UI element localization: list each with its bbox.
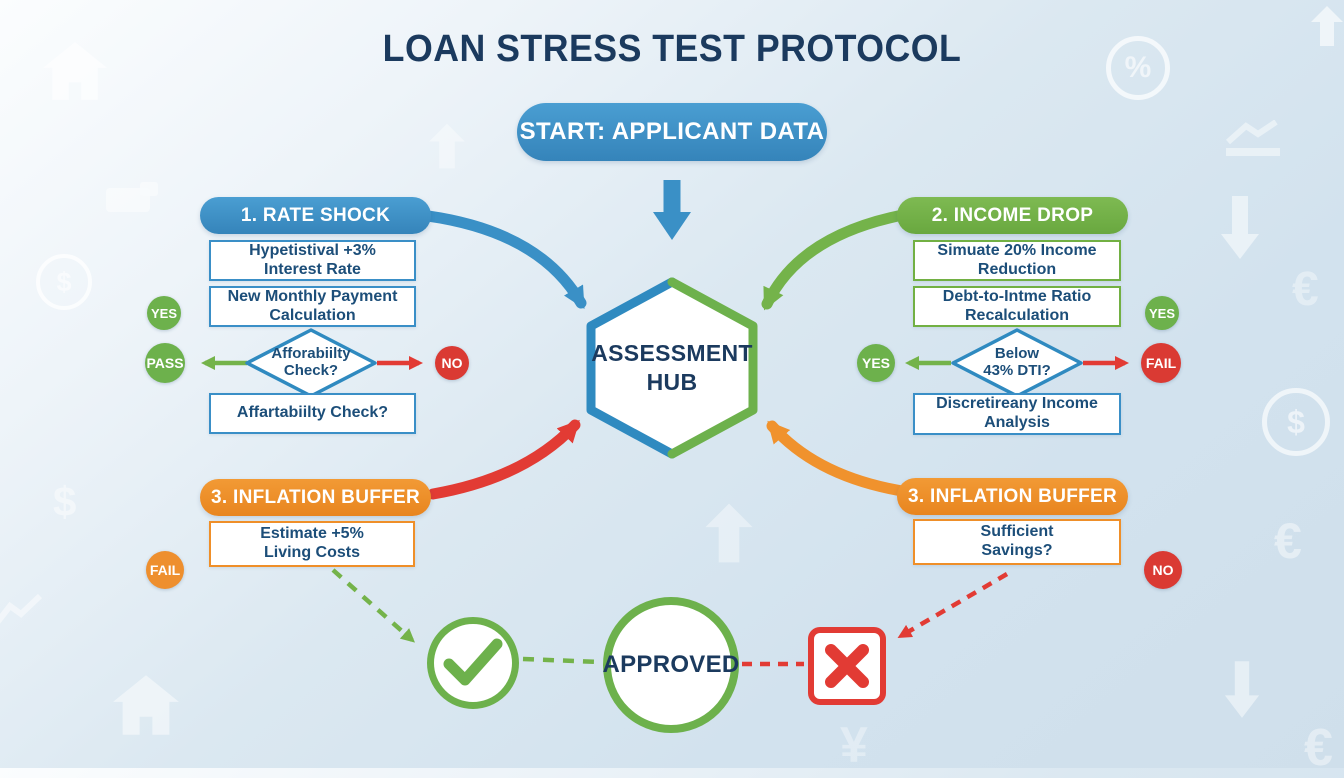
rate-shock-step-1: Hypetistival +3% Interest Rate — [209, 240, 416, 281]
assessment-hub-node: ASSESSMENT HUB — [584, 277, 760, 459]
rate-shock-step-3: Affartabiilty Check? — [209, 393, 416, 434]
badge-no: NO — [1144, 551, 1182, 589]
inflation-left-step: Estimate +5% Living Costs — [209, 521, 415, 567]
income-drop-step-2: Debt-to-Intme Ratio Recalculation — [913, 286, 1121, 327]
badge-yes: YES — [147, 296, 181, 330]
page-title: LOAN STRESS TEST PROTOCOL — [382, 28, 962, 70]
income-drop-step-3: Discretireany Income Analysis — [913, 393, 1121, 435]
branch-income-drop-header: 2. INCOME DROP — [897, 197, 1128, 234]
dti-check-diamond: Below 43% DTI? — [949, 327, 1085, 399]
badge-yes: YES — [1145, 296, 1179, 330]
badge-yes: YES — [857, 344, 895, 382]
income-drop-step-1: Simuate 20% Income Reduction — [913, 240, 1121, 281]
badge-no: NO — [435, 346, 469, 380]
branch-inflation-left-header: 3. INFLATION BUFFER — [200, 479, 431, 516]
branch-inflation-right-header: 3. INFLATION BUFFER — [897, 478, 1128, 515]
x-icon — [825, 644, 869, 688]
inflation-right-step: Sufficient Savings? — [913, 519, 1121, 565]
pass-result-node — [427, 617, 519, 709]
branch-rate-shock-header: 1. RATE SHOCK — [200, 197, 431, 234]
start-node: START: APPLICANT DATA — [517, 103, 827, 161]
badge-pass: PASS — [145, 343, 185, 383]
badge-fail: FAIL — [1141, 343, 1181, 383]
affordability-check-diamond: Afforabiilty Check? — [243, 327, 379, 399]
approved-result-node: APPROVED — [602, 597, 739, 733]
rate-shock-step-2: New Monthly Payment Calculation — [209, 286, 416, 327]
badge-fail: FAIL — [146, 551, 184, 589]
fail-result-node — [808, 627, 886, 705]
checkmark-icon — [443, 638, 503, 686]
